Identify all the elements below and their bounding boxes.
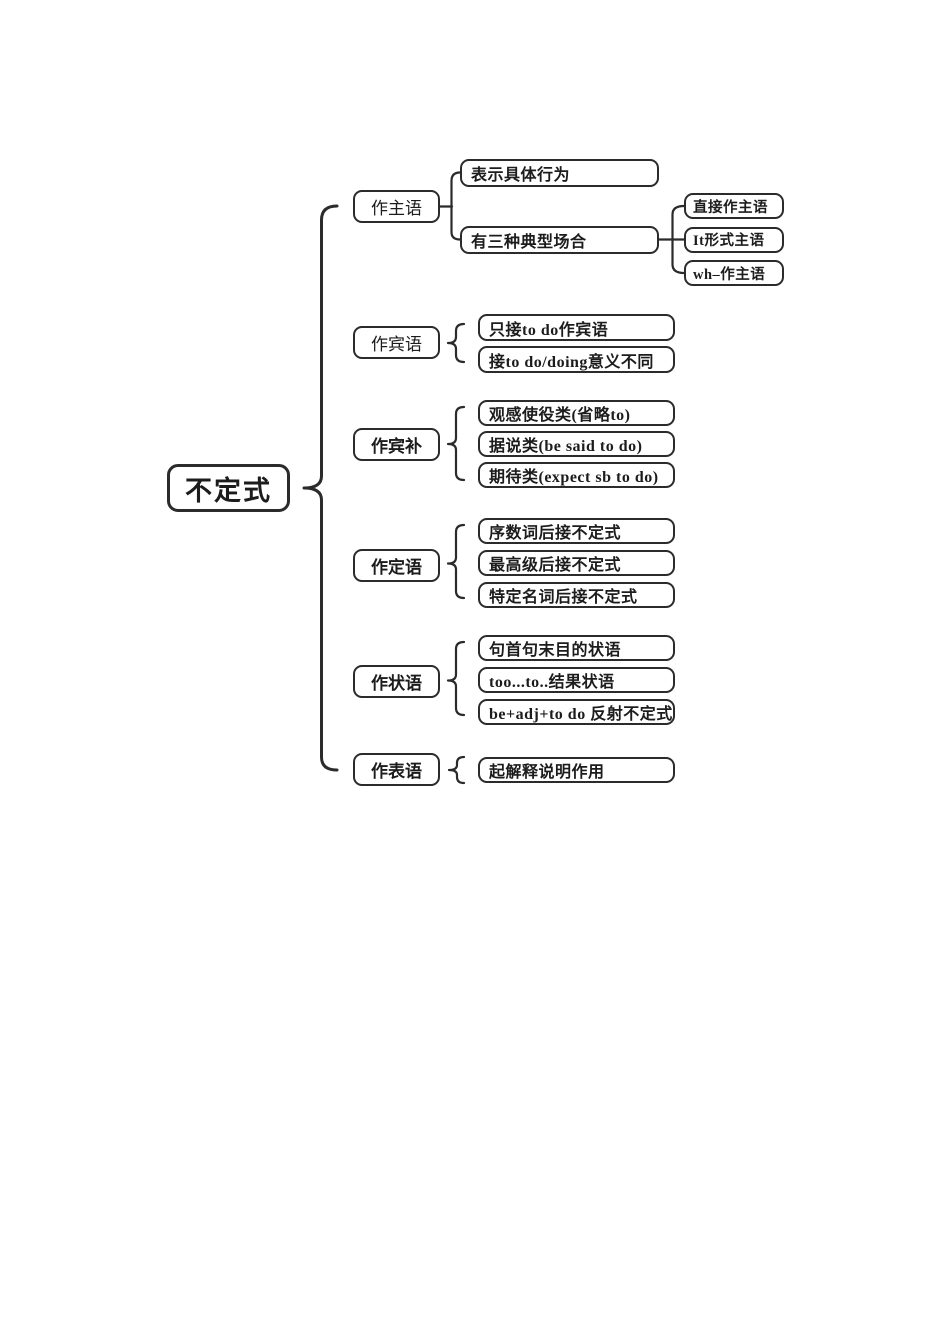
leaf-node: 期待类(expect sb to do): [478, 462, 675, 488]
branch-as-attributive: 作定语: [353, 549, 440, 582]
leaf-node: 据说类(be said to do): [478, 431, 675, 457]
typical-cases-bracket: [671, 204, 686, 275]
leaf-node: too...to..结果状语: [478, 667, 675, 693]
branch-as-object-complement: 作宾补: [353, 428, 440, 461]
leaf-node: 特定名词后接不定式: [478, 582, 675, 608]
leaf-node: 起解释说明作用: [478, 757, 675, 783]
leaf-node: 有三种典型场合: [460, 226, 659, 254]
leaf-node: 序数词后接不定式: [478, 518, 675, 544]
branch-as-predicative: 作表语: [353, 753, 440, 786]
object-complement-group-brace: [446, 405, 466, 482]
leaf-node: 表示具体行为: [460, 159, 659, 187]
leaf-node: 句首句末目的状语: [478, 635, 675, 661]
adverbial-group-brace: [446, 640, 466, 717]
predicative-group-brace: [447, 755, 466, 785]
leaf-node: 最高级后接不定式: [478, 550, 675, 576]
subject-children-bracket: [450, 171, 462, 241]
branch-as-adverbial: 作状语: [353, 665, 440, 698]
leaf-node: 直接作主语: [684, 193, 784, 219]
leaf-node: 观感使役类(省略to): [478, 400, 675, 426]
branch-as-object: 作宾语: [353, 326, 440, 359]
leaf-node: It形式主语: [684, 226, 784, 253]
root-brace: [302, 204, 339, 772]
root-node: 不定式: [167, 464, 290, 512]
leaf-node: wh–作主语: [684, 260, 784, 286]
leaf-node: be+adj+to do 反射不定式: [478, 699, 675, 725]
object-group-brace: [446, 322, 466, 364]
leaf-node: 只接to do作宾语: [478, 314, 675, 341]
leaf-node: 接to do/doing意义不同: [478, 346, 675, 373]
branch-as-subject: 作主语: [353, 190, 440, 223]
attributive-group-brace: [446, 523, 466, 600]
